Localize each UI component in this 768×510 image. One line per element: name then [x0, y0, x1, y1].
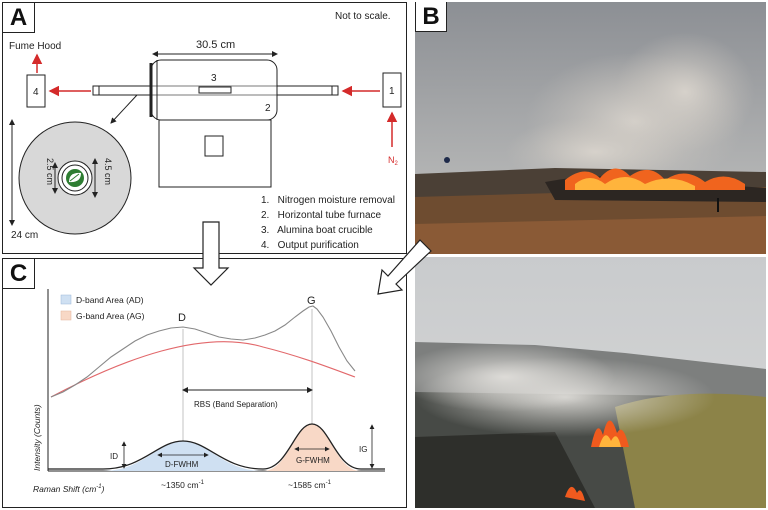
- output-purification-box: [26, 74, 46, 108]
- photo-moorland-fire-bottom: [415, 257, 766, 508]
- label-2: 2: [265, 103, 271, 114]
- d-peak-label: D: [178, 312, 186, 324]
- control-panel: [204, 135, 224, 157]
- alumina-boat: [198, 86, 232, 94]
- d-fwhm-label: D-FWHM: [165, 460, 199, 469]
- ig-label: IG: [359, 445, 367, 454]
- component-legend: 1. Nitrogen moisture removal 2. Horizont…: [261, 195, 395, 251]
- id-label: ID: [110, 452, 118, 461]
- band-fit-curve: [48, 423, 385, 470]
- panel-b: B: [415, 2, 766, 508]
- fume-hood-label: Fume Hood: [9, 41, 61, 52]
- panel-a: A Not to scale. Fume Hood 4 1 N2 30.5 cm: [2, 2, 407, 254]
- dim-25-label: 2.5 cm: [45, 158, 55, 185]
- nitrogen-box: [382, 72, 402, 108]
- g-fwhm-label: G-FWHM: [296, 456, 330, 465]
- g-peak-label: G: [307, 295, 316, 307]
- dim-45-label: 4.5 cm: [103, 158, 113, 185]
- panel-c: C D-band Area (AD) G-band Area (AG) D G …: [2, 258, 407, 508]
- nitrogen-label: N2: [388, 155, 399, 167]
- photo-moorland-fire-top: [415, 2, 766, 254]
- label-1: 1: [389, 86, 395, 97]
- label-4: 4: [33, 87, 39, 98]
- svg-text:1. Nitrogen moisture removal: 1. Nitrogen moisture removal: [261, 195, 395, 206]
- rbs-label: RBS (Band Separation): [194, 400, 278, 409]
- svg-text:3. Alumina boat crucible: 3. Alumina boat crucible: [261, 225, 373, 236]
- g-position-label: ~1585 cm-1: [288, 480, 332, 490]
- raman-spectrum-diagram: D-band Area (AD) G-band Area (AG) D G RB…: [32, 289, 385, 494]
- label-3: 3: [211, 73, 217, 84]
- legend-g-label: G-band Area (AG): [76, 311, 145, 321]
- raman-spectrum: [50, 305, 356, 398]
- length-label: 30.5 cm: [196, 39, 235, 51]
- section-pointer: [110, 94, 138, 124]
- panel-a-label: A: [3, 3, 35, 33]
- svg-text:2. Horizontal tube furnace: 2. Horizontal tube furnace: [261, 210, 382, 221]
- x-axis-label: Raman Shift (cm-1): [33, 484, 105, 494]
- legend-d-label: D-band Area (AD): [76, 295, 144, 305]
- dim-24-label: 24 cm: [11, 230, 38, 241]
- panel-b-label: B: [415, 2, 447, 32]
- baseline-curve: [50, 341, 356, 398]
- furnace-schematic: Not to scale. Fume Hood 4 1 N2 30.5 cm 3…: [9, 11, 402, 251]
- d-position-label: ~1350 cm-1: [161, 480, 205, 490]
- not-to-scale-note: Not to scale.: [335, 11, 391, 22]
- svg-text:4. Output purification: 4. Output purification: [261, 240, 359, 251]
- panel-c-label: C: [3, 259, 35, 289]
- legend-g-swatch: [60, 310, 72, 321]
- y-axis-label: Intensity (Counts): [32, 404, 42, 471]
- legend-d-swatch: [60, 294, 72, 305]
